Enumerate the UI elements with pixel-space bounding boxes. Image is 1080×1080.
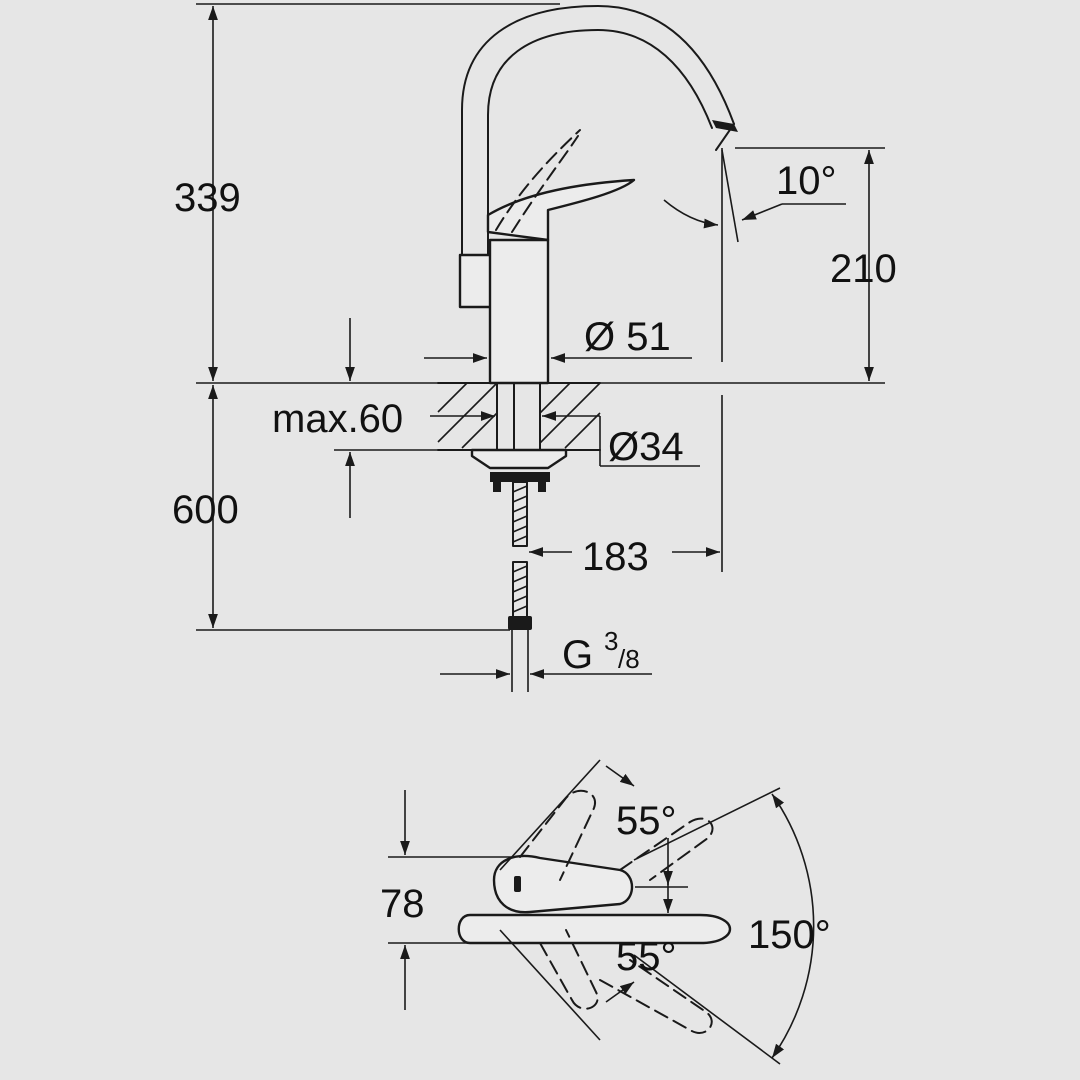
hose-length-label: 600 xyxy=(172,488,239,532)
body-diameter-label: Ø 51 xyxy=(584,315,671,359)
height-total-label: 339 xyxy=(174,176,241,220)
angle-line-upper xyxy=(499,759,601,871)
hole-diameter-label: Ø34 xyxy=(608,425,684,469)
connection-thread-label: G xyxy=(562,633,593,677)
spout-top-view xyxy=(457,913,731,945)
hose-braid-lower xyxy=(512,565,528,613)
faucet-body xyxy=(488,238,550,385)
connection-fraction-numerator: 3 xyxy=(604,626,618,656)
lever-left-down-outline xyxy=(539,929,599,1010)
swivel-line-lower xyxy=(633,954,781,1065)
angle-arrow-upper xyxy=(605,765,635,787)
mounting-nut xyxy=(490,472,550,482)
spout-reach-label: 183 xyxy=(582,535,649,579)
mounting-bracket xyxy=(470,448,568,470)
angle-arrow-lower xyxy=(605,981,635,1003)
lever-angle-down-label: 55° xyxy=(616,935,677,979)
mounting-bolt-left xyxy=(493,482,501,492)
connection-fraction-denominator: /8 xyxy=(618,644,640,674)
side-view: 339 600 210 10° Ø 51 max.60 Ø34 183 G 3 … xyxy=(172,3,897,692)
hose-connector xyxy=(508,616,532,630)
hose-upper-segment xyxy=(512,481,528,547)
angle-line-lower xyxy=(499,929,601,1041)
lever-indicator-mark xyxy=(514,876,521,892)
lever-top-view xyxy=(492,854,634,914)
deck-thickness-label: max.60 xyxy=(272,397,403,441)
lever-angle-up-label: 55° xyxy=(616,799,677,843)
spout-angle-arrow xyxy=(741,203,783,221)
hose-braid-upper xyxy=(512,485,528,543)
aerator xyxy=(712,120,738,132)
lever-right-up-outline xyxy=(619,817,714,881)
spout-outer-edge xyxy=(461,5,735,256)
top-view: 78 55° 55° 150° xyxy=(380,759,831,1065)
swivel-range-arc xyxy=(771,793,815,1059)
spout-inner-edge xyxy=(487,29,713,256)
spout-angle-arc xyxy=(663,199,719,229)
depth-label: 78 xyxy=(380,882,425,926)
swivel-range-label: 150° xyxy=(748,913,831,957)
spout-height-label: 210 xyxy=(830,247,897,291)
spout-angle-line xyxy=(721,149,739,243)
mounting-bolt-right xyxy=(538,482,546,492)
lever-raised-outline xyxy=(495,129,581,233)
spout-angle-label: 10° xyxy=(776,159,837,203)
swivel-line-upper xyxy=(633,787,781,861)
